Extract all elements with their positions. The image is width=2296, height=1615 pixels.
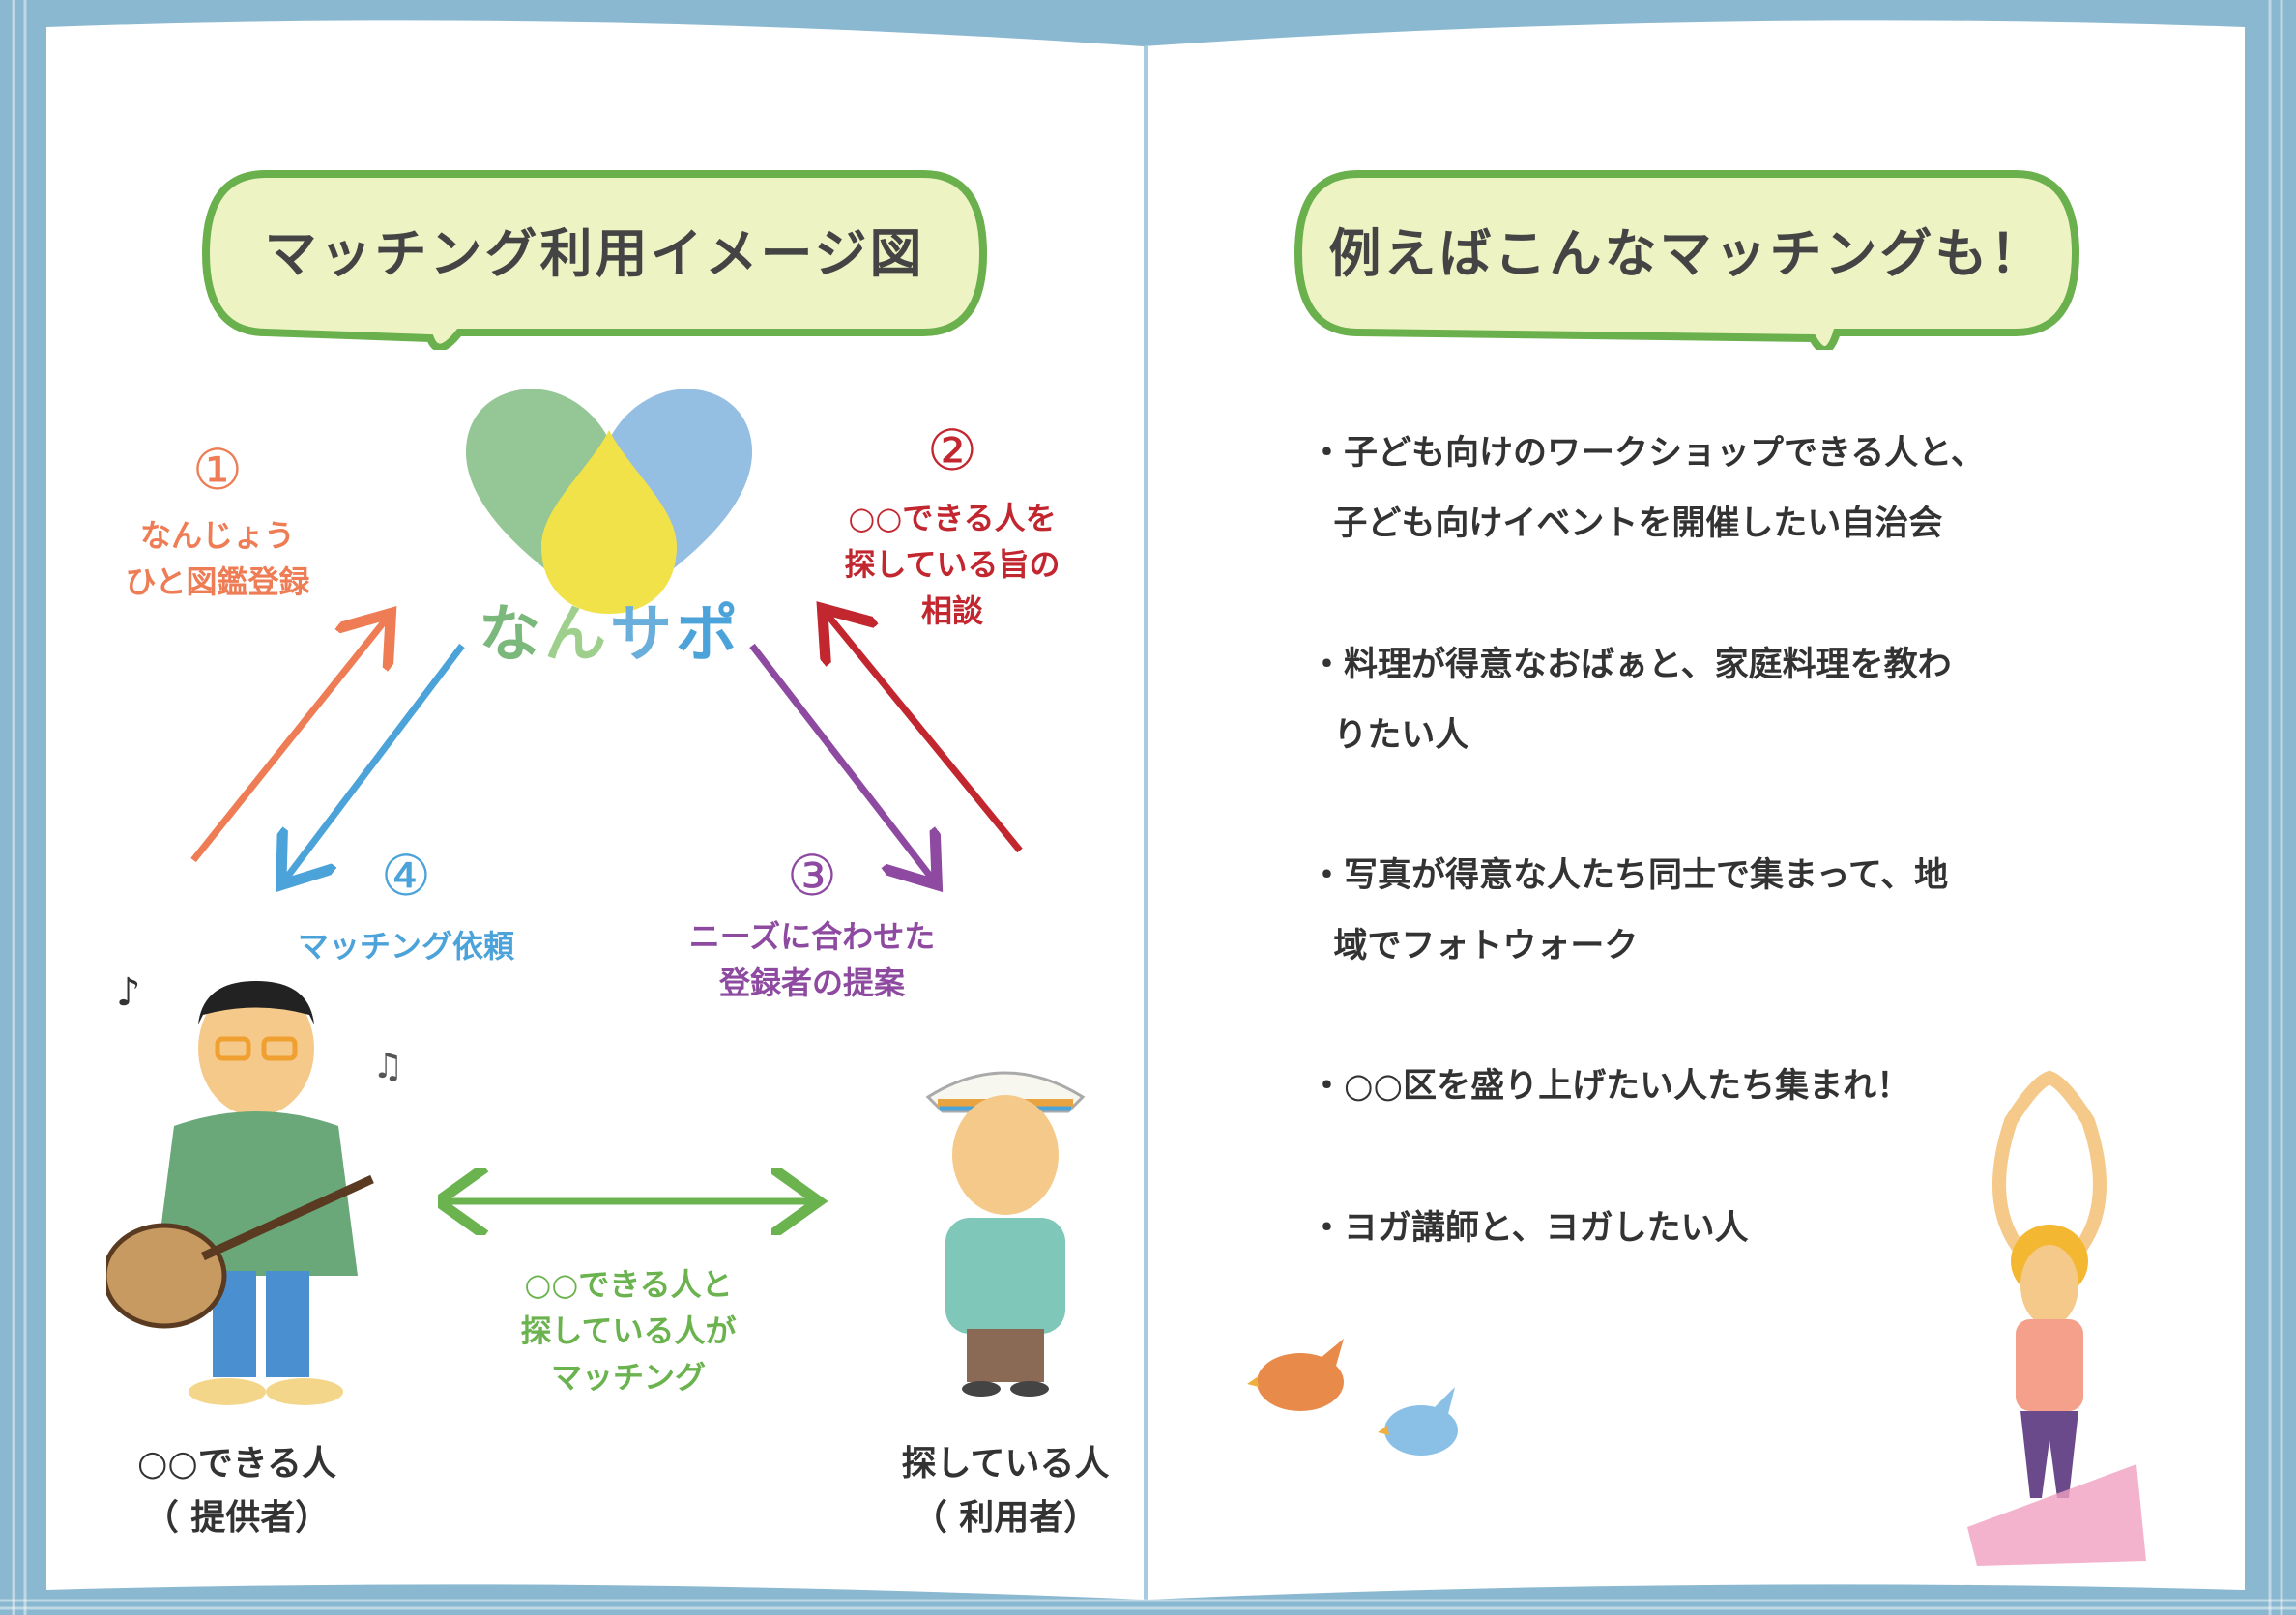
example-item-4: ・○○区を盛り上げたい人たち集まれ！: [1310, 1067, 1911, 1106]
nansapo-logo: [465, 389, 753, 614]
example-item-5: ・ヨガ講師と、ヨガしたい人: [1310, 1209, 1749, 1248]
right-title-bubble: [1293, 170, 2080, 350]
right-title: 例えばこんなマッチングも！: [1328, 223, 2046, 284]
arrow-step1: [190, 619, 387, 863]
provider-illustration: ♪ ♫: [106, 970, 403, 1405]
left-title-bubble: [201, 170, 988, 350]
step1-label: なんじょう ひと図鑑登録: [125, 517, 310, 600]
match-label: ○○できる人と 探している人が マッチング: [520, 1266, 737, 1396]
arrow-step2: [827, 614, 1023, 853]
step4-number: ④: [381, 843, 431, 908]
logo-text: なんサポ: [479, 599, 741, 671]
example-item-1: ・子ども向けのワークショップできる人と、 子ども向けイベントを開催したい自治会: [1310, 434, 1985, 543]
example-item-3: ・写真が得意な人たち同士で集まって、地 域でフォトウォーク: [1310, 856, 1949, 966]
yoga-illustration: [1967, 1070, 2146, 1566]
provider-label: ○○できる人 （ 提供者）: [136, 1444, 337, 1538]
user-illustration: [925, 1071, 1086, 1397]
svg-text:♪: ♪: [116, 970, 141, 1015]
step2-label: ○○できる人を 探している旨の 相談: [844, 500, 1061, 629]
step1-number: ①: [192, 437, 243, 503]
user-label: 探している人 （ 利用者）: [901, 1444, 1110, 1538]
step3-number: ③: [787, 843, 837, 908]
step3-label: ニーズに合わせた 登録者の提案: [688, 918, 936, 1001]
svg-text:♫: ♫: [372, 1047, 403, 1086]
left-title: マッチング利用イメージ図: [264, 223, 925, 284]
example-item-2: ・料理が得意なおばぁと、家庭料理を教わ りたい人: [1310, 646, 1952, 755]
arrow-step4: [285, 643, 465, 880]
arrow-step3: [749, 643, 933, 880]
step2-number: ②: [927, 418, 977, 483]
flow-arrows: [190, 0, 1023, 1615]
step4-label: マッチング依頼: [297, 928, 514, 965]
birds-illustration: [1247, 1339, 1458, 1456]
